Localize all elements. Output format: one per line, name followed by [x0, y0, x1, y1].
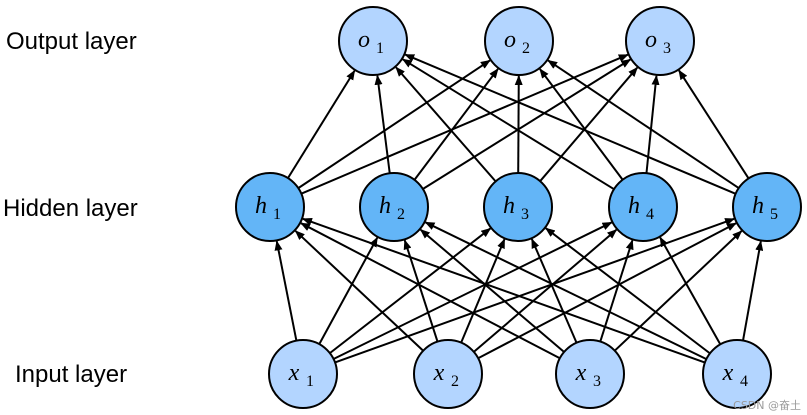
edge-x3-to-h2 [419, 228, 565, 353]
node-subscript: 2 [397, 206, 405, 223]
node-subscript: 3 [521, 206, 529, 223]
edge-x4-to-h1 [302, 217, 706, 364]
node-circle [625, 6, 695, 76]
node-letter: x [722, 360, 734, 386]
edge-h3-to-o2 [514, 74, 523, 174]
edge-x1-to-h1 [274, 240, 298, 341]
edge-h2-to-o2 [413, 68, 499, 181]
edge-h4-to-o2 [539, 68, 624, 181]
edge-x3-to-h1 [300, 222, 561, 360]
node-subscript: 4 [740, 373, 748, 390]
edge-x3-to-h5 [614, 230, 743, 352]
edge-x1-to-h4 [333, 221, 613, 360]
node-letter: h [628, 193, 640, 219]
node-subscript: 2 [451, 373, 459, 390]
node-letter: h [255, 193, 267, 219]
edge-x3-to-h3 [530, 238, 578, 344]
node-letter: x [433, 360, 445, 386]
edge-x1-to-h2 [318, 236, 379, 345]
edge-h1-to-o2 [297, 59, 491, 189]
node-circle [732, 172, 802, 242]
node-circle [338, 6, 408, 76]
edge-x4-to-h5 [742, 240, 764, 341]
edge-x4-to-h4 [659, 236, 722, 345]
edge-h5-to-o1 [404, 53, 737, 195]
node-subscript: 2 [522, 40, 530, 57]
node-circle [483, 172, 553, 242]
node-letter: o [504, 27, 516, 53]
edge-x2-to-h1 [294, 230, 424, 352]
edge-x2-to-h3 [460, 238, 506, 344]
edge-x3-to-h4 [599, 239, 634, 342]
node-letter: o [358, 27, 370, 53]
node-letter: h [752, 193, 764, 219]
edge-h1-to-o1 [287, 69, 356, 179]
node-circle [268, 339, 338, 409]
node-circle [235, 172, 305, 242]
connection-edges [274, 53, 764, 364]
node-letter: o [645, 27, 657, 53]
node-subscript: 4 [646, 206, 654, 223]
node-letter: h [503, 193, 515, 219]
edge-x2-to-h5 [477, 222, 737, 360]
node-circle [413, 339, 483, 409]
node-circle [608, 172, 678, 242]
node-letter: h [379, 193, 391, 219]
node-circle [359, 172, 429, 242]
node-circle [484, 6, 554, 76]
edge-h2-to-o1 [374, 74, 391, 174]
edge-h4-to-o1 [401, 58, 615, 191]
node-subscript: 5 [770, 206, 778, 223]
edge-h3-to-o1 [395, 66, 497, 183]
edge-x4-to-h3 [545, 227, 711, 355]
node-subscript: 1 [273, 206, 281, 223]
node-subscript: 3 [663, 40, 671, 57]
node-subscript: 3 [593, 373, 601, 390]
watermark-text: CSDN @奋土 [733, 398, 801, 412]
node-circle [702, 339, 772, 409]
node-letter: x [575, 360, 587, 386]
node-letter: x [288, 360, 300, 386]
edge-h2-to-o3 [422, 58, 632, 190]
edge-h5-to-o3 [678, 69, 750, 179]
edge-h3-to-o3 [539, 66, 639, 182]
input-layer-label: Input layer [15, 361, 127, 388]
node-circle [555, 339, 625, 409]
edge-x1-to-h3 [329, 227, 492, 354]
edge-x4-to-h2 [424, 221, 707, 361]
node-subscript: 1 [306, 373, 314, 390]
edge-h5-to-o2 [547, 59, 740, 189]
node-subscript: 1 [376, 40, 384, 57]
edge-x2-to-h4 [473, 229, 618, 353]
output-layer-label: Output layer [6, 28, 137, 55]
edge-h1-to-o3 [300, 53, 629, 195]
hidden-layer-label: Hidden layer [3, 195, 138, 222]
